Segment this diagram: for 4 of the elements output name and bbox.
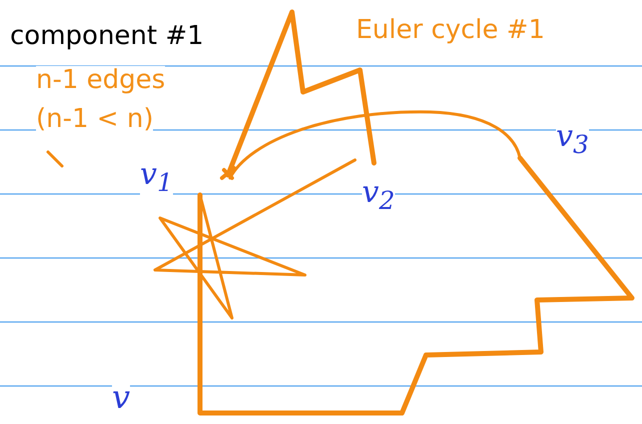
- annotation-text: Euler cycle #1: [356, 16, 545, 45]
- annotation-text: (n-1 < n): [36, 105, 154, 134]
- annotation-text: n-1 edges: [36, 66, 166, 95]
- heading-text: component #1: [10, 22, 204, 51]
